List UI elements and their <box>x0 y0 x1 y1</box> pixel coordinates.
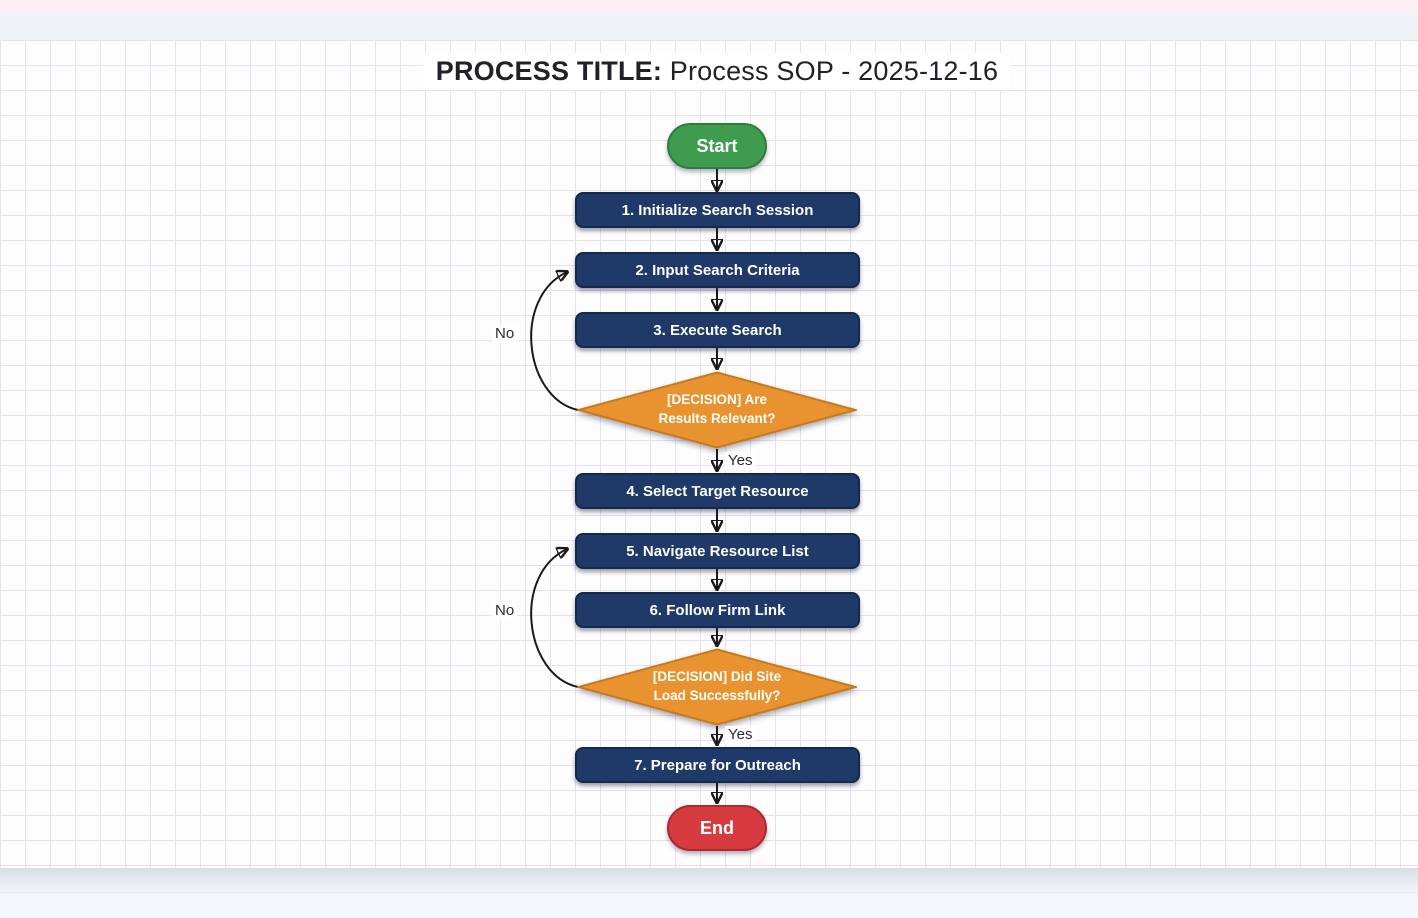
node-step-5: 5. Navigate Resource List <box>575 533 860 569</box>
page-title-value: Process SOP - 2025-12-16 <box>669 56 999 86</box>
node-step-3: 3. Execute Search <box>575 312 860 348</box>
node-step-1: 1. Initialize Search Session <box>575 192 860 228</box>
top-strip <box>0 0 1418 12</box>
node-end: End <box>667 805 767 851</box>
decision-2-text: [DECISION] Did Site Load Successfully? <box>577 648 857 726</box>
flowchart-canvas <box>0 40 1418 868</box>
decision-1-line2: Results Relevant? <box>658 411 776 426</box>
decision-1-text: [DECISION] Are Results Relevant? <box>577 371 857 449</box>
node-step-4: 4. Select Target Resource <box>575 473 860 509</box>
edge-label-no-1: No <box>492 325 518 343</box>
bottom-edge-shadow <box>0 868 1418 893</box>
node-decision-2: [DECISION] Did Site Load Successfully? <box>577 648 857 726</box>
node-step-2: 2. Input Search Criteria <box>575 252 860 288</box>
node-start: Start <box>667 123 767 169</box>
edge-label-no-2: No <box>492 602 518 620</box>
decision-1-line1: [DECISION] Are <box>666 392 767 408</box>
page-title-label: PROCESS TITLE: <box>435 56 663 86</box>
page-title: PROCESS TITLE: Process SOP - 2025-12-16 <box>423 53 1011 90</box>
diamond-shape <box>577 648 857 726</box>
decision-2-line1: [DECISION] Did Site <box>652 669 782 685</box>
diamond-shape <box>577 371 857 449</box>
header-strip <box>0 12 1418 40</box>
edge-label-yes-1: Yes <box>725 452 756 470</box>
node-step-7: 7. Prepare for Outreach <box>575 747 860 783</box>
node-decision-1: [DECISION] Are Results Relevant? <box>577 371 857 449</box>
node-step-6: 6. Follow Firm Link <box>575 592 860 628</box>
edge-label-yes-2: Yes <box>725 726 756 744</box>
decision-2-line2: Load Successfully? <box>653 688 781 703</box>
